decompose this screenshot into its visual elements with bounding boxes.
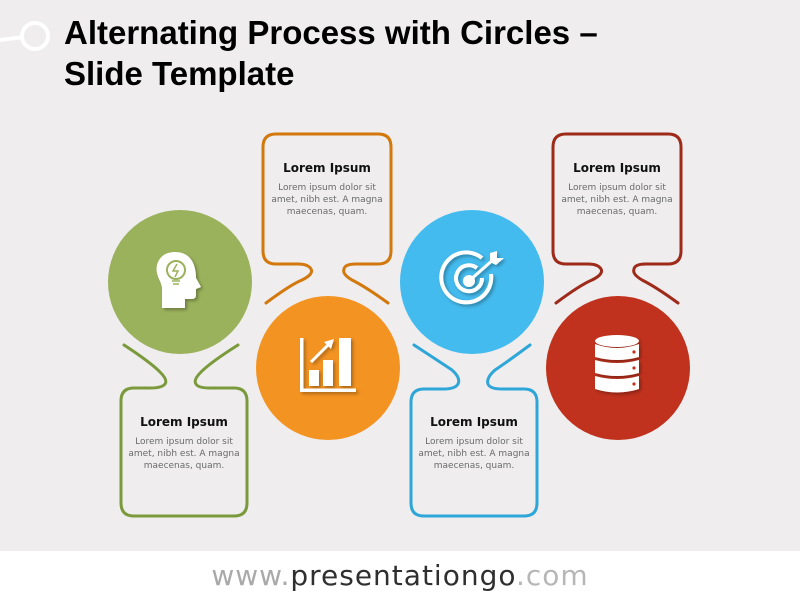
step-1 xyxy=(108,210,252,518)
footer-brand: presentationgo xyxy=(290,559,516,592)
step-2-card-outline xyxy=(261,132,393,305)
step-3-title: Lorem Ipsum xyxy=(430,415,518,429)
target-arrow-icon xyxy=(439,250,504,305)
header-ring-decoration xyxy=(0,21,50,51)
slide-title: Alternating Process with Circles – Slide… xyxy=(64,12,784,94)
step-2-card: Lorem Ipsum Lorem ipsum dolor sit amet, … xyxy=(267,161,387,218)
step-1-card: Lorem Ipsum Lorem ipsum dolor sit amet, … xyxy=(124,415,244,472)
step-2-body: Lorem ipsum dolor sit amet, nibh est. A … xyxy=(271,183,383,217)
footer-suffix: .com xyxy=(515,559,589,592)
step-1-title: Lorem Ipsum xyxy=(140,415,228,429)
step-1-body: Lorem ipsum dolor sit amet, nibh est. A … xyxy=(128,437,240,471)
footer-website: www.presentationgo.com xyxy=(0,551,800,600)
bar-chart-growth-icon xyxy=(300,338,356,392)
step-3-body: Lorem ipsum dolor sit amet, nibh est. A … xyxy=(418,437,530,471)
step-2-title: Lorem Ipsum xyxy=(283,161,371,175)
title-line-2: Slide Template xyxy=(64,55,295,92)
step-4-title: Lorem Ipsum xyxy=(573,161,661,175)
step-1-card-outline xyxy=(119,343,249,518)
step-3 xyxy=(400,210,544,518)
step-4-card-outline xyxy=(551,132,683,305)
title-line-1: Alternating Process with Circles – xyxy=(64,14,598,51)
database-icon xyxy=(595,335,639,393)
head-lightbulb-icon xyxy=(156,252,201,308)
step-4 xyxy=(546,132,690,440)
step-3-card-outline xyxy=(409,343,539,518)
step-2 xyxy=(256,132,400,440)
process-diagram xyxy=(108,132,690,518)
step-3-card: Lorem Ipsum Lorem ipsum dolor sit amet, … xyxy=(414,415,534,472)
step-4-card: Lorem Ipsum Lorem ipsum dolor sit amet, … xyxy=(557,161,677,218)
step-4-body: Lorem ipsum dolor sit amet, nibh est. A … xyxy=(561,183,673,217)
footer-prefix: www. xyxy=(211,559,291,592)
